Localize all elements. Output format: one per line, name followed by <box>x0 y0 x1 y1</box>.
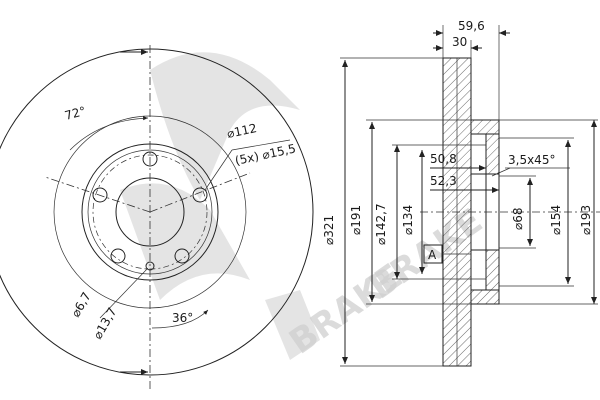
front-diagonal-centerline-1 <box>44 176 151 213</box>
diameter-191-label: ⌀191 <box>349 205 363 235</box>
hat-wall-bottom <box>485 249 500 291</box>
hat-depth-2-label: 52,3 <box>430 174 457 188</box>
datum-label: A <box>428 248 437 262</box>
hole-large-label: ⌀13,7 <box>90 305 119 341</box>
bolt-hole-3 <box>174 248 190 264</box>
diameter-321-label: ⌀321 <box>322 215 336 245</box>
bolt-circle-label: ⌀112 <box>226 121 258 141</box>
diameter-193-label: ⌀193 <box>579 205 593 235</box>
diameter-154-label: ⌀154 <box>549 205 563 235</box>
bolt-hole-5 <box>92 187 108 203</box>
hat-wall-top <box>485 133 500 175</box>
bolt-holes-label: (5x) ⌀15,5 <box>234 141 297 168</box>
angle-72-label: 72° <box>63 104 87 123</box>
side-view: 59,6 30 50,8 52,3 3,5x45° A ⌀321 ⌀191 ⌀1… <box>322 19 600 367</box>
total-width-label: 59,6 <box>458 19 485 33</box>
diameter-134-label: ⌀134 <box>401 205 415 235</box>
chamfer-leader <box>491 167 511 177</box>
chamfer-label: 3,5x45° <box>508 153 555 167</box>
hat-bottom-section <box>470 289 500 305</box>
bolt-hole-2 <box>192 187 208 203</box>
diameter-142-label: ⌀142,7 <box>374 203 388 245</box>
diameter-68-label: ⌀68 <box>511 208 525 231</box>
hat-top-section <box>470 119 500 135</box>
hole-leader-line <box>99 267 149 319</box>
hole-small-label: ⌀6,7 <box>68 290 93 320</box>
angle-36-label: 36° <box>172 311 193 325</box>
bolt-leader-shelf <box>231 139 291 151</box>
disc-width-label: 30 <box>452 35 467 49</box>
bolt-hole-4 <box>110 248 126 264</box>
hat-depth-1-label: 50,8 <box>430 152 457 166</box>
angle-72-arc <box>69 116 149 151</box>
front-diagonal-centerline-2 <box>149 172 251 213</box>
bolt-leader-line <box>204 149 233 191</box>
angle-36-arc <box>151 309 209 329</box>
